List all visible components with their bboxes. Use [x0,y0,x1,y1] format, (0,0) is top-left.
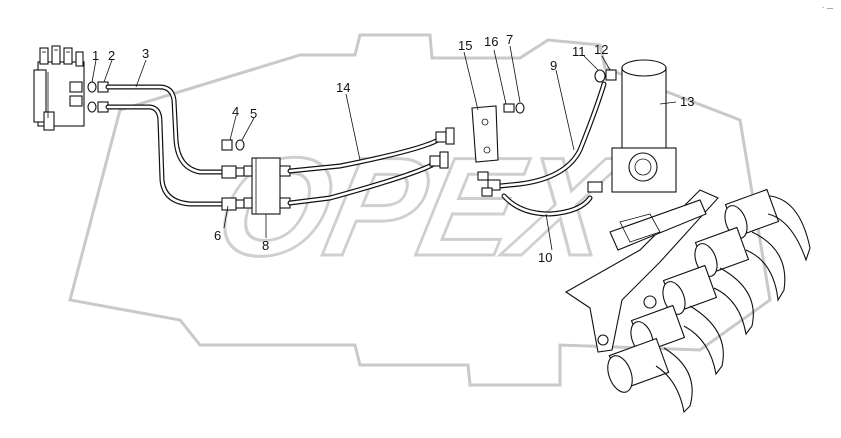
fittings-4-5-6 [221,139,245,211]
fittings-1-2 [87,81,109,113]
label-7: 7 [506,32,513,47]
label-15: 15 [458,38,472,53]
bracket-15 [471,102,525,163]
label-3: 3 [142,46,149,61]
label-9: 9 [550,58,557,73]
hose-10 [501,181,603,217]
valve-block [33,45,85,131]
hose-9 [477,81,607,197]
label-5: 5 [250,106,257,121]
label-4: 4 [232,104,239,119]
label-16: 16 [484,34,498,49]
part-labels: 1 2 3 4 5 6 8 14 15 16 7 9 10 11 12 13 [92,32,694,265]
hose-3 [105,84,225,207]
label-12: 12 [594,42,608,57]
label-6: 6 [214,228,221,243]
cylinder-13 [611,59,677,193]
rotor-assembly [564,188,811,414]
hose-14 [287,127,455,206]
label-10: 10 [538,250,552,265]
leader-lines [91,45,677,251]
label-14: 14 [336,80,350,95]
label-2: 2 [108,48,115,63]
label-1: 1 [92,48,99,63]
corner-mark: · — [822,4,833,12]
label-13: 13 [680,94,694,109]
label-8: 8 [262,238,269,253]
label-11: 11 [572,44,586,59]
fittings-11-12 [594,69,617,83]
